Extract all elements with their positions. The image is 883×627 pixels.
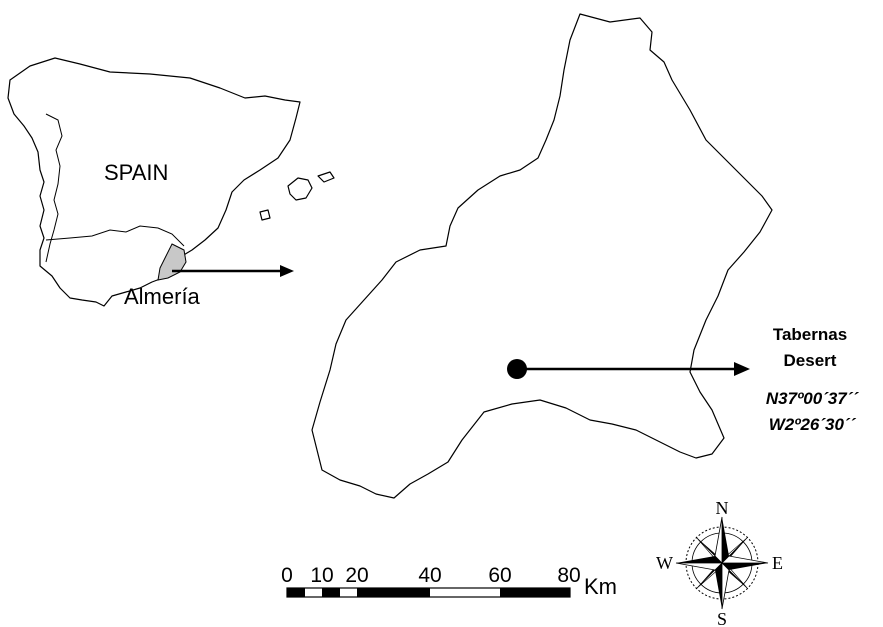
- site-latitude: N37º00´37´´: [766, 389, 860, 408]
- scale-segment-1: [287, 588, 305, 597]
- site-name-line1: Tabernas: [773, 325, 847, 344]
- scale-bar: 0 10 20 40 60 80 Km: [281, 564, 617, 599]
- scale-segment-4: [500, 588, 570, 597]
- site-longitude: W2º26´30´´: [769, 415, 857, 434]
- zoom-arrow-head: [280, 265, 294, 277]
- compass-rose: N S E W: [656, 498, 783, 627]
- compass-west: W: [656, 553, 673, 573]
- scale-segment-3: [357, 588, 430, 597]
- scale-tick-80: 80: [557, 564, 580, 587]
- site-arrow-head: [734, 362, 750, 376]
- scale-tick-10: 10: [310, 564, 333, 587]
- andalucia-border: [45, 225, 185, 247]
- compass-south: S: [717, 609, 727, 627]
- country-label: SPAIN: [104, 160, 168, 185]
- ibiza-island: [259, 209, 271, 221]
- province-label: Almería: [124, 284, 201, 309]
- site-name-line2: Desert: [784, 351, 837, 370]
- scale-tick-0: 0: [281, 564, 293, 587]
- scale-segment-2: [322, 588, 340, 597]
- almeria-detail-map: [311, 13, 773, 499]
- scale-tick-40: 40: [418, 564, 441, 587]
- mallorca-island: [287, 177, 313, 201]
- scale-unit: Km: [584, 574, 617, 599]
- spain-map: SPAIN Almería: [7, 57, 335, 309]
- compass-north: N: [716, 498, 729, 518]
- menorca-island: [317, 171, 335, 183]
- scale-tick-60: 60: [488, 564, 511, 587]
- compass-cardinal-points: [675, 516, 769, 610]
- site-label: Tabernas Desert N37º00´37´´ W2º26´30´´: [766, 325, 860, 434]
- almeria-outline: [311, 13, 773, 499]
- compass-east: E: [772, 553, 783, 573]
- scale-tick-20: 20: [345, 564, 368, 587]
- portugal-border: [45, 113, 63, 263]
